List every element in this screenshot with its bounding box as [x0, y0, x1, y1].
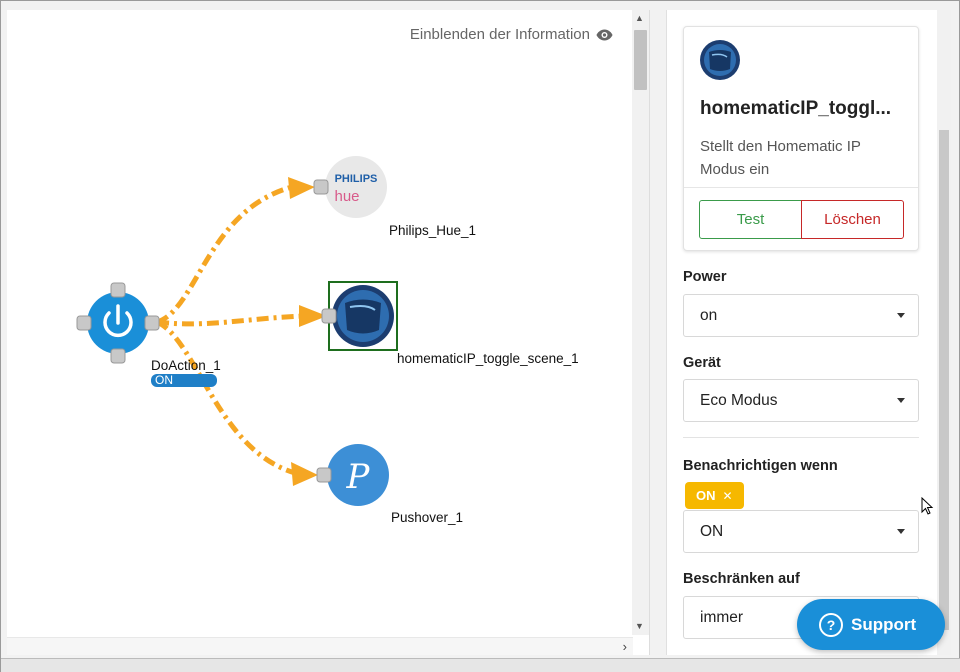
handle-bottom[interactable]	[110, 348, 126, 364]
caret-down-icon	[897, 529, 905, 534]
handle-input-hue[interactable]	[313, 179, 329, 195]
canvas-horizontal-scrollbar[interactable]: ›	[7, 637, 633, 655]
edge-arrowhead-homematic	[299, 305, 327, 327]
help-icon: ?	[819, 612, 843, 637]
window-bottom-bar	[1, 658, 960, 672]
power-icon	[103, 304, 133, 338]
remove-chip-icon[interactable]: ✕	[722, 489, 733, 503]
card-divider	[684, 187, 918, 188]
notify-chip-label: ON	[696, 488, 716, 503]
notify-label: Benachrichtigen wenn	[683, 458, 838, 474]
node-label-pushover: Pushover_1	[391, 510, 464, 525]
status-badge-bg	[151, 374, 217, 387]
device-value: Eco Modus	[700, 392, 778, 409]
flow-canvas[interactable]: Einblenden der Information	[7, 10, 650, 655]
show-info-label: Einblenden der Information	[409, 26, 590, 43]
handle-left[interactable]	[76, 315, 92, 331]
power-value: on	[700, 307, 718, 324]
flow-graph: PHILIPS hue P	[76, 156, 398, 506]
edge-arrowhead-hue	[288, 177, 315, 199]
device-select[interactable]: Eco Modus	[683, 379, 919, 422]
caret-down-icon	[897, 313, 905, 318]
panel-scrollbar[interactable]	[937, 10, 951, 655]
show-info-toggle[interactable]: Einblenden der Information	[410, 26, 613, 43]
node-homematic-toggle[interactable]	[321, 281, 398, 351]
node-doaction[interactable]	[76, 282, 160, 364]
eye-icon	[596, 29, 613, 40]
support-button[interactable]: ? Support	[797, 599, 945, 650]
power-label: Power	[683, 269, 727, 285]
scroll-up-arrow-icon[interactable]: ▲	[635, 13, 644, 23]
node-title: homematicIP_toggl...	[700, 98, 892, 119]
handle-input-pushover[interactable]	[316, 467, 332, 483]
edge-doaction-to-hue[interactable]	[156, 184, 293, 325]
handle-right[interactable]	[144, 315, 160, 331]
homematic-logo-icon	[345, 299, 381, 334]
edge-doaction-to-pushover[interactable]	[155, 319, 296, 476]
caret-down-icon	[897, 398, 905, 403]
mouse-pointer-icon	[921, 497, 934, 515]
homematic-avatar-icon	[700, 40, 740, 80]
device-label: Gerät	[683, 355, 721, 371]
delete-button[interactable]: Löschen	[801, 200, 904, 239]
panel-scroll-thumb[interactable]	[939, 130, 949, 630]
notify-select[interactable]: ON	[683, 510, 919, 553]
properties-panel: homematicIP_toggl... Stellt den Homemati…	[666, 10, 951, 655]
edge-doaction-to-homematic[interactable]	[156, 313, 306, 327]
test-button[interactable]: Test	[699, 200, 802, 239]
node-description: Stellt den Homematic IP Modus ein	[700, 138, 861, 178]
restrict-value: immer	[700, 609, 744, 626]
power-select[interactable]: on	[683, 294, 919, 337]
handle-top[interactable]	[110, 282, 126, 298]
hue-logo-text: hue	[334, 188, 359, 205]
pushover-logo-icon: P	[346, 457, 371, 497]
scroll-right-arrow-icon[interactable]: ›	[622, 639, 627, 654]
handle-input-homematic[interactable]	[321, 308, 337, 324]
support-label: Support	[851, 614, 917, 634]
node-label-philips-hue: Philips_Hue_1	[389, 223, 477, 238]
philips-logo-text: PHILIPS	[335, 173, 378, 185]
node-philips-hue[interactable]: PHILIPS hue	[313, 156, 387, 218]
scroll-thumb[interactable]	[634, 30, 647, 90]
notify-chip[interactable]: ON ✕	[685, 482, 744, 509]
notify-value: ON	[700, 523, 724, 540]
node-label-homematic: homematicIP_toggle_scene_1	[397, 351, 579, 366]
section-divider	[683, 437, 919, 438]
edge-arrowhead-pushover	[291, 462, 318, 486]
node-info-card: homematicIP_toggl... Stellt den Homemati…	[683, 26, 919, 251]
status-badge: ON	[155, 373, 173, 387]
scroll-down-arrow-icon[interactable]: ▼	[635, 621, 644, 631]
node-pushover[interactable]: P	[316, 444, 389, 506]
restrict-label: Beschränken auf	[683, 571, 800, 587]
canvas-vertical-scrollbar[interactable]: ▲ ▼	[632, 10, 649, 635]
node-label-doaction: DoAction_1	[151, 358, 221, 373]
